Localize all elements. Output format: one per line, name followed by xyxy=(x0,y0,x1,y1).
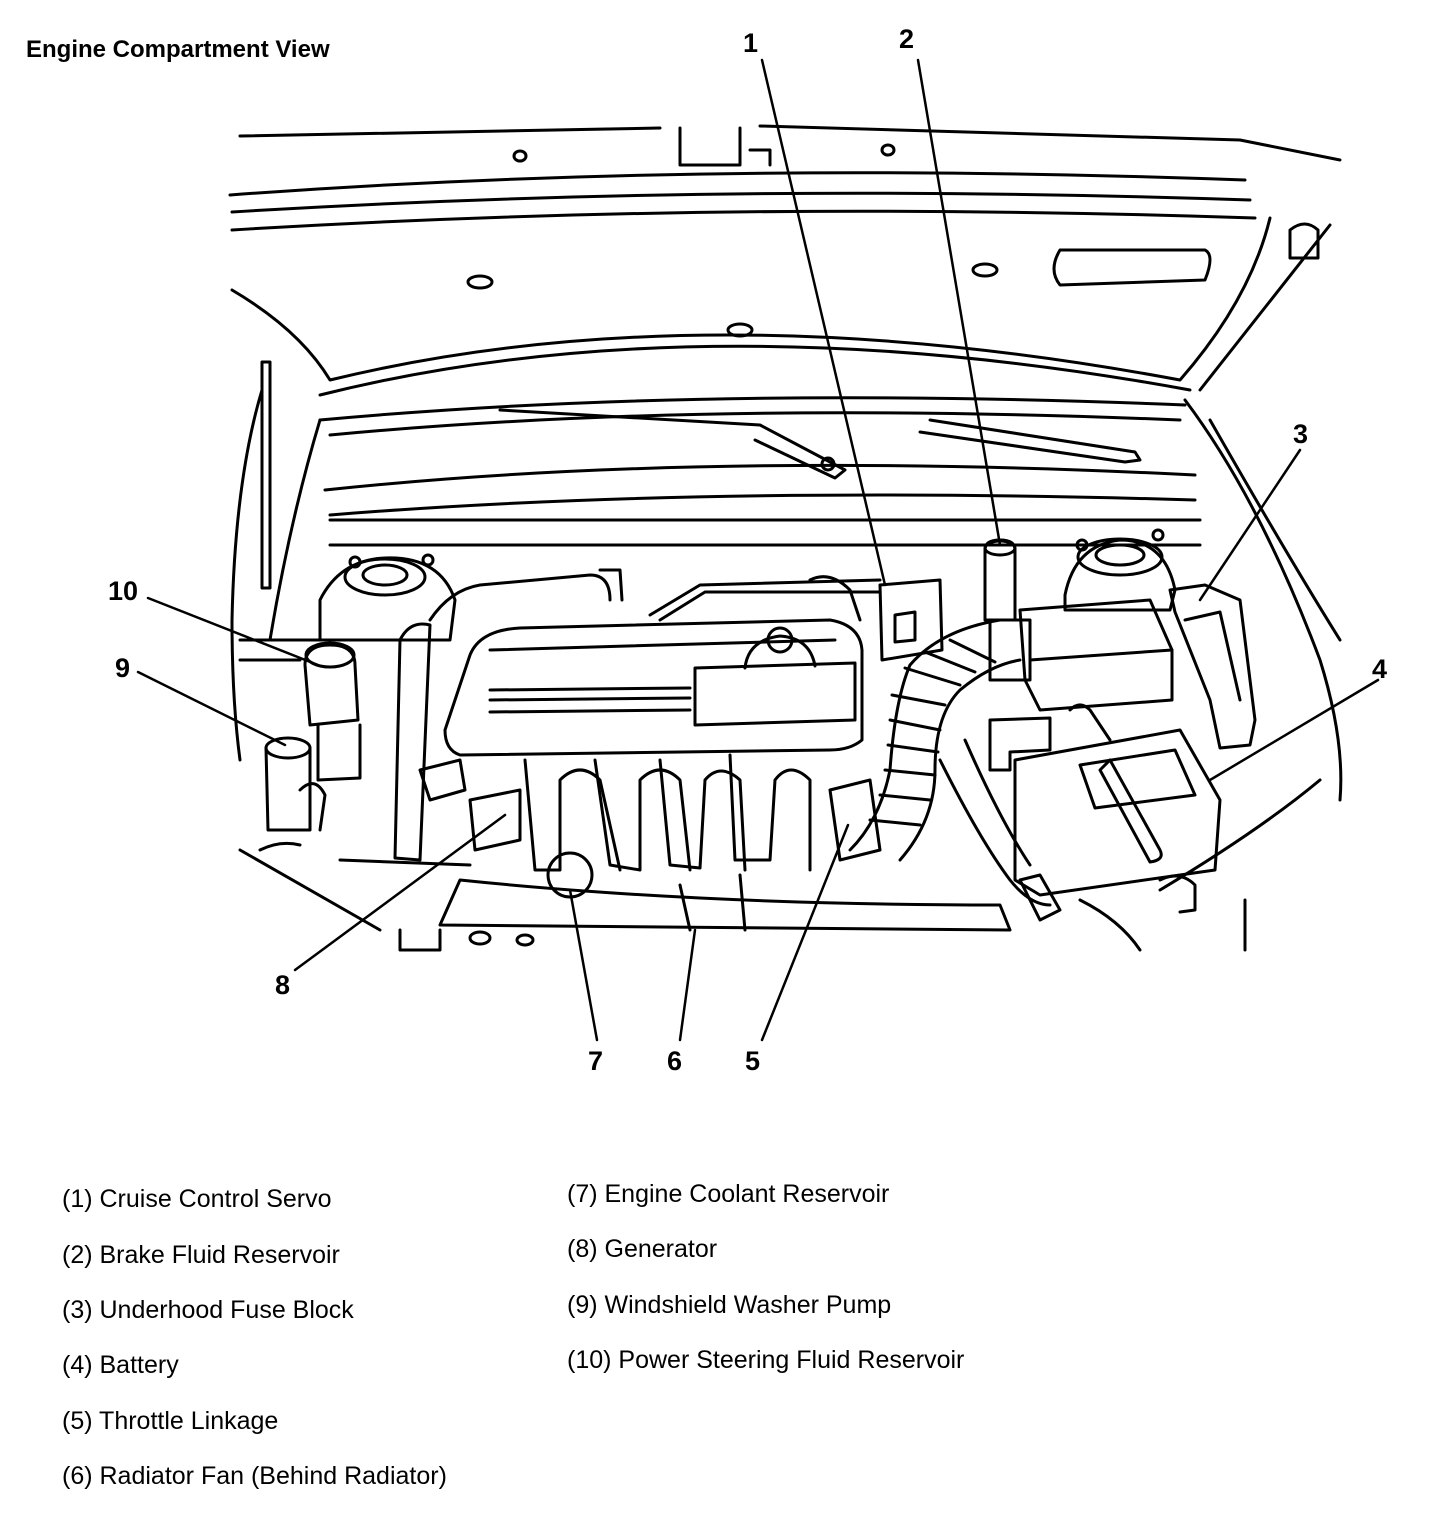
intake-runners xyxy=(438,753,1012,932)
air-cleaner-box xyxy=(1018,598,1174,712)
callout-8: 8 xyxy=(275,970,290,1000)
callout-1: 1 xyxy=(743,28,758,58)
engine-cover xyxy=(443,618,864,757)
diagram-title: Engine Compartment View xyxy=(26,36,330,63)
leader-line-1 xyxy=(760,58,887,587)
washer-reservoir-drawing xyxy=(264,736,327,832)
leader-line-6 xyxy=(678,928,697,1042)
legend-item-10: (10) Power Steering Fluid Reservoir xyxy=(567,1346,965,1374)
power-steering-reservoir-drawing xyxy=(303,641,362,782)
callout-numbers: 1 2 3 4 5 6 7 8 9 10 xyxy=(108,24,1387,1076)
leader-line-10 xyxy=(146,596,320,667)
right-strut-tower xyxy=(1063,528,1177,612)
leader-line-4 xyxy=(1208,678,1380,782)
callout-4: 4 xyxy=(1372,654,1387,684)
air-intake-hose xyxy=(828,618,1022,862)
legend-item-5: (5) Throttle Linkage xyxy=(62,1407,279,1435)
brake-reservoir-drawing xyxy=(983,538,1032,682)
hood-drawing xyxy=(228,124,1342,397)
callout-10: 10 xyxy=(108,576,138,606)
leader-line-7 xyxy=(568,888,599,1042)
leader-line-5 xyxy=(760,823,850,1042)
leader-lines xyxy=(136,58,1380,1042)
legend-item-2: (2) Brake Fluid Reservoir xyxy=(62,1241,340,1269)
callout-6: 6 xyxy=(667,1046,682,1076)
callout-9: 9 xyxy=(115,653,130,683)
fuse-block-drawing xyxy=(1168,583,1257,750)
legend-item-3: (3) Underhood Fuse Block xyxy=(62,1296,354,1324)
callout-3: 3 xyxy=(1293,419,1308,449)
cowl-and-wipers xyxy=(318,396,1202,547)
leader-line-9 xyxy=(136,670,287,747)
legend-item-1: (1) Cruise Control Servo xyxy=(62,1185,332,1213)
callout-7: 7 xyxy=(588,1046,603,1076)
callout-5: 5 xyxy=(745,1046,760,1076)
engine-compartment-illustration: 1 2 3 4 5 6 7 8 9 10 xyxy=(108,24,1387,1076)
legend-item-9: (9) Windshield Washer Pump xyxy=(567,1291,892,1319)
cruise-servo-drawing xyxy=(878,578,944,662)
legend-item-4: (4) Battery xyxy=(62,1351,179,1379)
body-outline xyxy=(230,388,1343,952)
leader-line-3 xyxy=(1198,448,1302,602)
engine-hoses xyxy=(238,568,1062,922)
legend-item-7: (7) Engine Coolant Reservoir xyxy=(567,1180,890,1208)
legend-item-8: (8) Generator xyxy=(567,1235,718,1263)
leader-line-2 xyxy=(916,58,1002,547)
left-strut-tower xyxy=(318,553,457,642)
hood-prop-rod xyxy=(260,360,272,590)
callout-2: 2 xyxy=(899,24,914,54)
front-support xyxy=(398,874,1197,952)
leader-line-8 xyxy=(293,813,507,972)
legend-item-6: (6) Radiator Fan (Behind Radiator) xyxy=(62,1462,447,1490)
battery-drawing xyxy=(988,703,1222,897)
